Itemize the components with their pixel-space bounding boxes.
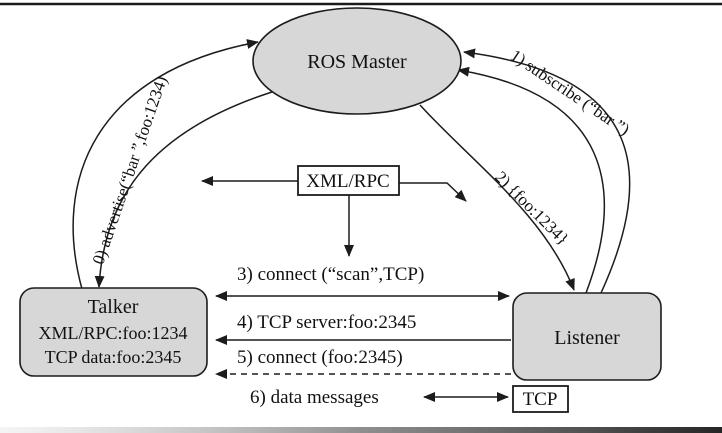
talker-node: Talker XML/RPC:foo:1234 TCP data:foo:234… [19, 287, 208, 377]
bottom-shadow [0, 427, 722, 433]
subscribe-label: 1) subscribe (“bar ”) [507, 46, 633, 140]
xmlrpc-right-connector [399, 182, 467, 202]
ros-master-label: ROS Master [307, 51, 407, 73]
xmlrpc-label: XML/RPC [306, 171, 389, 192]
tcp-label: TCP [523, 389, 558, 410]
listener-node: Listener [512, 292, 662, 381]
talker-title: Talker [88, 296, 139, 318]
subscribe-curve-2 [457, 66, 605, 294]
ros-master-node: ROS Master [252, 7, 462, 115]
listener-box [512, 292, 662, 381]
tcp-node: TCP [512, 385, 569, 413]
advertise-curve-up [72, 39, 259, 290]
talker-box [19, 287, 208, 377]
advertise-label: 0) advertise(“bar ”,foo:1234) [89, 74, 171, 267]
listener-label: Listener [554, 327, 620, 349]
ros-master-ellipse [252, 7, 462, 115]
tcp-box [512, 385, 569, 413]
connect-foo-label: 5) connect (foo:2345) [237, 347, 403, 368]
xmlrpc-box [297, 165, 400, 196]
xmlrpc-node: XML/RPC [297, 165, 400, 196]
foo-reply-label: 2) {foo:1234} [491, 167, 572, 248]
advertise-curve-return [94, 91, 273, 288]
connect-scan-label: 3) connect (“scan”,TCP) [237, 264, 424, 285]
subscribe-curve [463, 48, 631, 294]
data-messages-label: 6) data messages [250, 387, 379, 408]
talker-tcp-line: TCP data:foo:2345 [45, 347, 182, 367]
tcp-server-label: 4) TCP server:foo:2345 [237, 312, 416, 333]
talker-xmlrpc-line: XML/RPC:foo:1234 [38, 323, 187, 343]
foo-reply-curve [419, 104, 575, 291]
